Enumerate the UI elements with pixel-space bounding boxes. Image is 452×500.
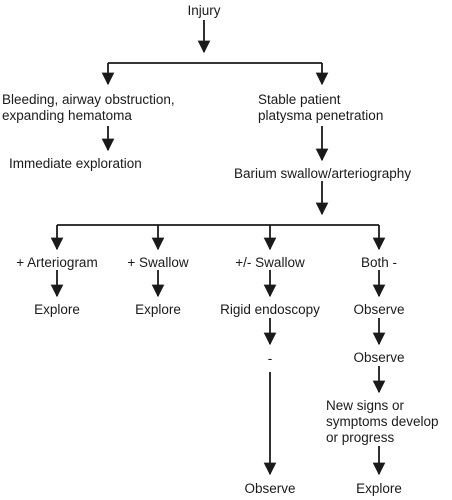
node-swallow-explore: Explore: [135, 302, 181, 317]
node-stable-condition: Stable patient platysma penetration: [258, 92, 384, 123]
node-injury: Injury: [187, 3, 221, 18]
node-new-signs-check: New signs or symptoms develop or progres…: [326, 398, 439, 445]
node-rigid-endoscopy: Rigid endoscopy: [220, 302, 320, 317]
node-arteriogram-positive: + Arteriogram: [16, 255, 98, 270]
node-barium-swallow: Barium swallow/arteriography: [234, 166, 412, 181]
node-both-observe-2: Observe: [353, 350, 405, 365]
node-endoscopy-negative: -: [267, 351, 273, 366]
node-both-negative: Both -: [360, 255, 398, 270]
node-swallow-equivocal: +/- Swallow: [235, 255, 305, 270]
node-arteriogram-explore: Explore: [34, 302, 80, 317]
node-both-explore: Explore: [356, 481, 402, 496]
node-immediate-exploration: Immediate exploration: [9, 156, 142, 171]
node-equivocal-observe: Observe: [244, 481, 296, 496]
node-unstable-condition: Bleeding, airway obstruction, expanding …: [2, 92, 175, 123]
node-both-observe-1: Observe: [353, 302, 405, 317]
node-swallow-positive: + Swallow: [127, 255, 189, 270]
